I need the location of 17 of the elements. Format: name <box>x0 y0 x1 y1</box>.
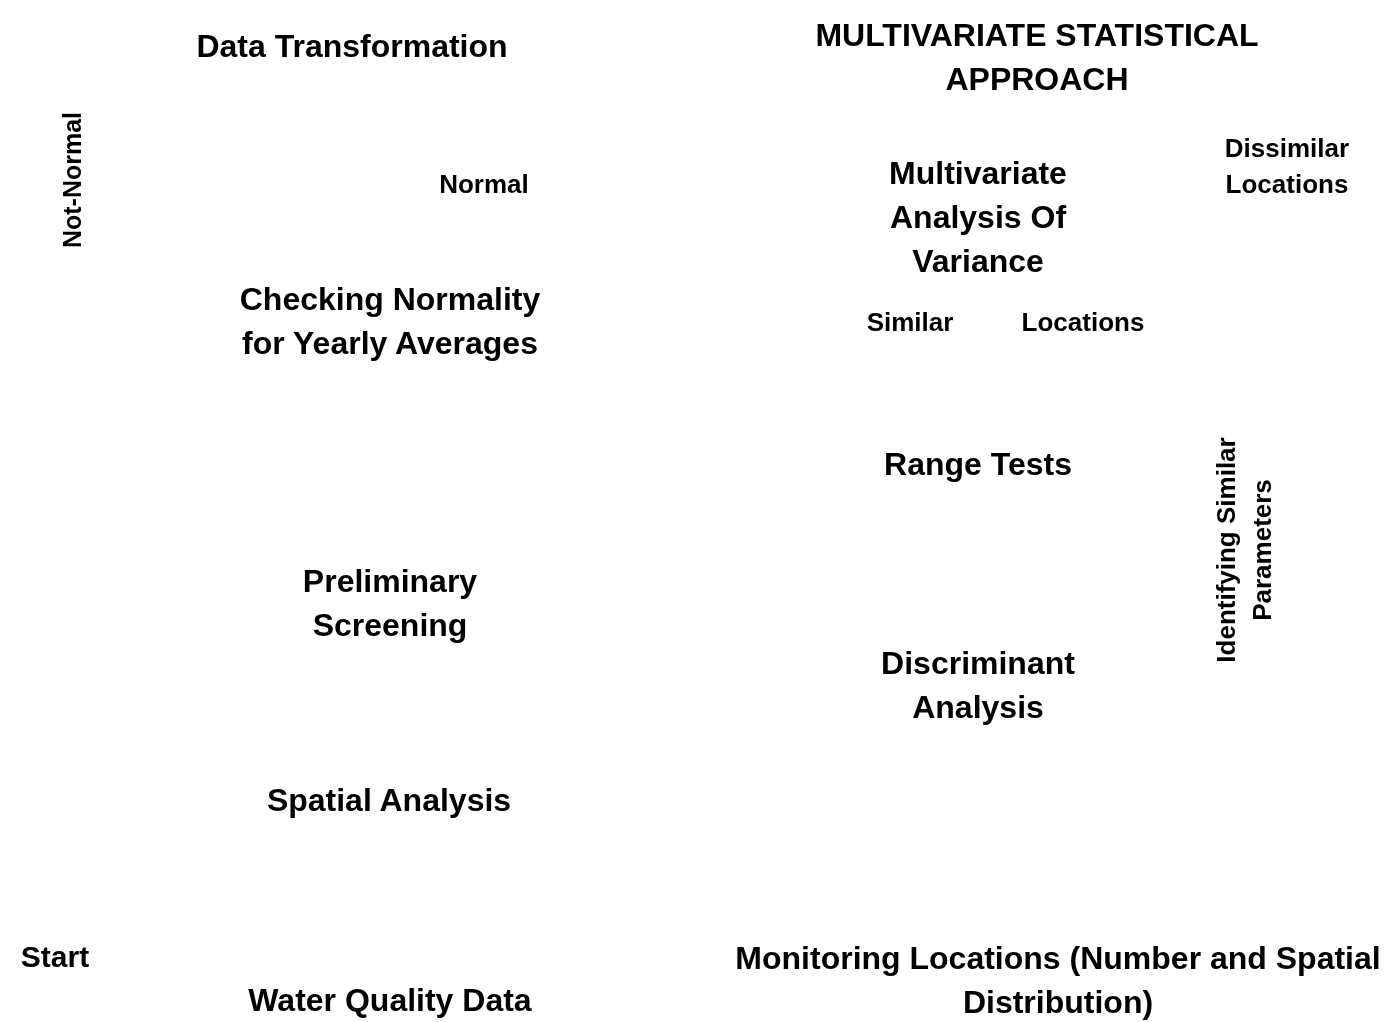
step-label: Monitoring Locations (Number and Spatial Distribution) <box>734 938 1382 1022</box>
step-label: Start <box>19 939 91 976</box>
step-label: Locations <box>1020 306 1146 340</box>
step-label: Similar <box>865 306 955 340</box>
step-label: Normal <box>438 168 530 202</box>
step-label: Discriminant Analysis <box>880 643 1076 727</box>
step-label: Checking Normality for Yearly Averages <box>238 279 542 363</box>
step-label: Range Tests <box>883 444 1073 484</box>
step-label: Multivariate Analysis Of Variance <box>888 153 1068 282</box>
diagram-title: MULTIVARIATE STATISTICAL APPROACH <box>814 16 1260 99</box>
rotated-label: Identifying Similar Parameters <box>1210 436 1278 665</box>
step-label: Preliminary Screening <box>301 561 479 645</box>
rotated-label: Not-Normal <box>56 110 87 251</box>
step-label: Spatial Analysis <box>265 780 513 820</box>
step-label: Water Quality Data <box>247 980 533 1020</box>
step-label: Dissimilar Locations <box>1223 132 1351 201</box>
step-label: Data Transformation <box>195 26 509 66</box>
